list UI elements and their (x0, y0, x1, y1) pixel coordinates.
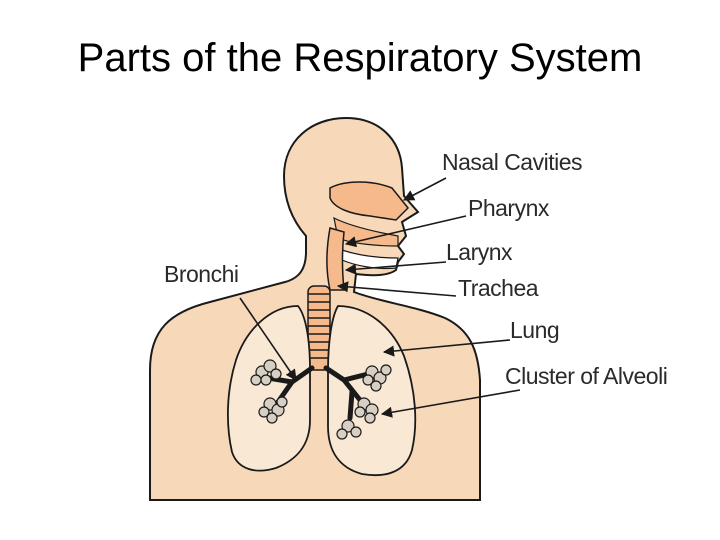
pointer-alveoli (380, 389, 521, 418)
nasal-cavity-shape (329, 181, 410, 221)
label-larynx: Larynx (446, 239, 513, 265)
label-nasal-cavities: Nasal Cavities (442, 149, 582, 175)
pointer-lung (382, 339, 511, 357)
left-lung-shape (227, 305, 311, 472)
trachea-shape (307, 285, 331, 371)
pointer-nasal-cavities (403, 177, 447, 201)
pointer-trachea (336, 281, 457, 297)
alveoli-cluster-right (336, 364, 392, 440)
label-trachea: Trachea (458, 275, 539, 301)
label-cluster-of-alveoli: Cluster of Alveoli (505, 363, 667, 389)
label-pharynx: Pharynx (468, 195, 550, 221)
page-title: Parts of the Respiratory System (77, 36, 643, 80)
bronchi-shape (265, 365, 371, 421)
larynx-shape (326, 227, 345, 291)
pointer-larynx (344, 261, 447, 275)
pointer-bronchi (239, 297, 297, 381)
label-pointers (239, 177, 521, 418)
label-bronchi: Bronchi (164, 261, 238, 287)
label-lung: Lung (510, 317, 559, 343)
pointer-pharynx (344, 215, 467, 248)
alveoli-cluster-left (250, 359, 288, 424)
